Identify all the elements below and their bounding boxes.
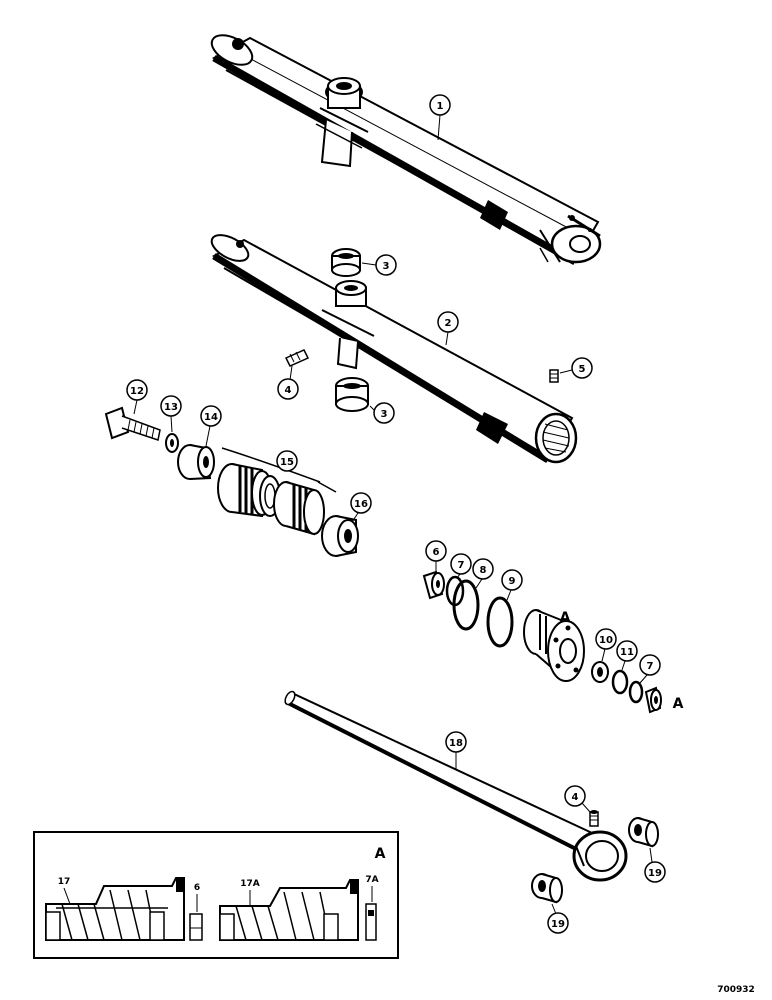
ref-mark-a-head: A xyxy=(560,610,571,626)
svg-text:4: 4 xyxy=(572,792,579,803)
detail-inset-a: A 17 6 17A xyxy=(33,831,399,959)
washer xyxy=(165,433,179,453)
callout-19-right: 19 xyxy=(644,847,666,883)
svg-text:4: 4 xyxy=(285,385,292,396)
bushing-upper xyxy=(331,248,361,277)
svg-text:19: 19 xyxy=(551,919,565,930)
svg-text:5: 5 xyxy=(579,364,586,375)
callout-19-left: 19 xyxy=(547,903,569,934)
svg-text:19: 19 xyxy=(648,868,662,879)
callout-8: 8 xyxy=(472,558,494,589)
svg-text:A: A xyxy=(673,696,684,712)
callout-15: 15 xyxy=(276,450,298,472)
head-section-17a xyxy=(219,879,359,941)
svg-text:12: 12 xyxy=(130,386,144,397)
svg-text:A: A xyxy=(560,610,571,626)
grease-fitting-barrel xyxy=(284,349,310,367)
callout-3-lower: 3 xyxy=(369,402,395,424)
gland-nut xyxy=(644,686,662,714)
callout-4-rod: 4 xyxy=(564,785,591,813)
o-ring-8 xyxy=(452,579,480,631)
cylinder-barrel xyxy=(210,234,578,464)
svg-text:11: 11 xyxy=(620,647,634,658)
wiper-10 xyxy=(591,661,609,683)
set-screw xyxy=(549,369,559,383)
callout-6: 6 xyxy=(425,540,447,572)
inset-part-6 xyxy=(189,913,203,941)
callout-5: 5 xyxy=(559,357,593,379)
callout-10: 10 xyxy=(595,628,617,662)
bushing-lower xyxy=(335,377,369,412)
backup-ring-9 xyxy=(486,596,514,648)
svg-text:16: 16 xyxy=(354,499,368,510)
inset-ref-letter: A xyxy=(375,846,386,862)
head-nut-6 xyxy=(422,570,445,600)
callout-7-lower: 7 xyxy=(639,654,661,684)
inset-label-17: 17 xyxy=(58,877,71,887)
callout-18: 18 xyxy=(445,731,467,770)
bolt xyxy=(104,406,161,441)
callout-13: 13 xyxy=(160,395,182,433)
callout-9: 9 xyxy=(501,569,523,601)
piston-rod xyxy=(284,690,628,882)
callout-14: 14 xyxy=(200,405,222,447)
svg-text:1: 1 xyxy=(437,101,444,112)
svg-text:7: 7 xyxy=(458,560,465,571)
grease-fitting-rod xyxy=(589,810,599,827)
callout-7-upper: 7 xyxy=(450,553,472,579)
callout-3-upper: 3 xyxy=(361,254,397,276)
piston-seal-kit xyxy=(217,447,337,536)
callout-11: 11 xyxy=(616,640,638,671)
svg-text:6: 6 xyxy=(433,547,440,558)
rod-bushing-right xyxy=(628,817,659,848)
svg-text:13: 13 xyxy=(164,402,178,413)
callout-12: 12 xyxy=(126,379,148,415)
piston xyxy=(321,515,359,557)
callout-16: 16 xyxy=(350,492,372,523)
inset-label-7a: 7A xyxy=(365,875,378,885)
svg-text:8: 8 xyxy=(480,565,487,576)
cylinder-assembly xyxy=(210,34,602,266)
svg-text:2: 2 xyxy=(445,318,452,329)
head-section-17 xyxy=(45,877,185,941)
svg-text:10: 10 xyxy=(599,635,613,646)
svg-text:9: 9 xyxy=(509,576,516,587)
seal-11 xyxy=(611,669,629,695)
callout-2: 2 xyxy=(437,311,459,346)
piston-nut xyxy=(177,444,215,480)
svg-text:18: 18 xyxy=(449,738,463,749)
svg-text:3: 3 xyxy=(381,409,388,420)
inset-part-7a xyxy=(365,903,377,941)
cylinder-head xyxy=(523,609,585,683)
o-ring-7-lower xyxy=(628,680,644,704)
callout-1: 1 xyxy=(429,94,451,141)
ref-mark-a-nut: A xyxy=(673,696,684,712)
svg-text:7: 7 xyxy=(647,661,654,672)
inset-label-17a: 17A xyxy=(240,879,260,889)
svg-text:15: 15 xyxy=(280,457,294,468)
rod-bushing-left xyxy=(531,873,563,904)
callout-4-barrel: 4 xyxy=(277,365,299,400)
svg-text:14: 14 xyxy=(204,412,218,423)
inset-label-6: 6 xyxy=(194,883,200,893)
figure-id: 700932 xyxy=(717,985,755,995)
svg-text:3: 3 xyxy=(383,261,390,272)
